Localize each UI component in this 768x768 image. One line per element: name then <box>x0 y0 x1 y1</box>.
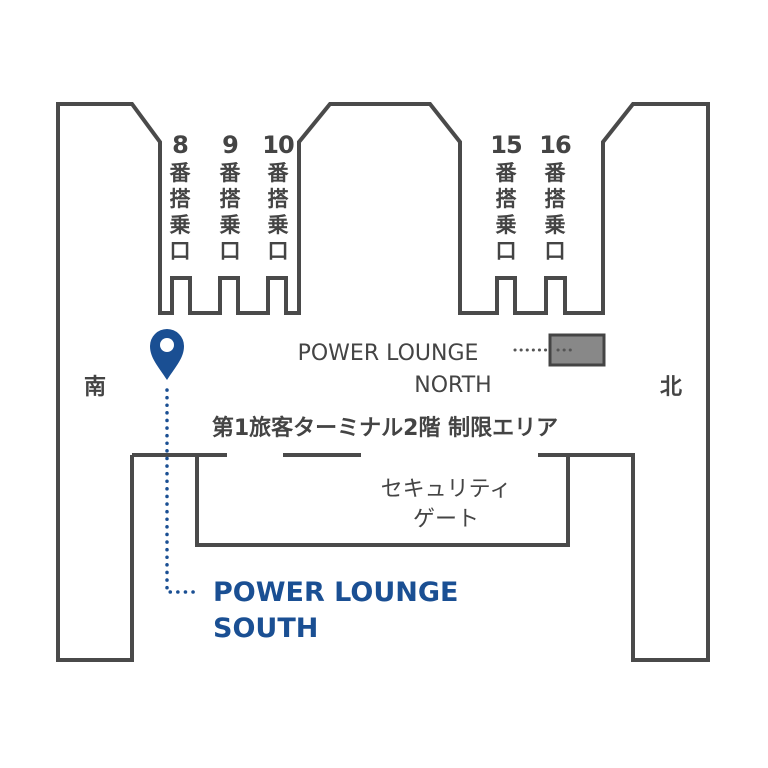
security-area-outline <box>195 455 570 547</box>
gate-label-char: 搭 <box>170 187 191 211</box>
gate-label-char: 口 <box>268 239 289 263</box>
gate-number: 16 <box>539 131 571 159</box>
lounge-north-label-line1: POWER LOUNGE <box>298 341 479 366</box>
lounge-north-label-line2: NORTH <box>414 373 491 398</box>
gate-label-char: 番 <box>219 161 242 185</box>
gate-15[interactable]: 15 番 搭 乗 口 <box>490 131 523 263</box>
gate-label-char: 番 <box>267 161 290 185</box>
gate-number: 10 <box>262 131 294 159</box>
lounge-south-label-line1[interactable]: POWER LOUNGE <box>213 577 458 608</box>
gate-label-char: 口 <box>170 239 191 263</box>
gate-label-char: 乗 <box>220 213 241 237</box>
gate-number: 15 <box>490 131 522 159</box>
gate-label-char: 口 <box>545 239 566 263</box>
gate-label-char: 搭 <box>545 187 566 211</box>
gate-label-char: 番 <box>544 161 567 185</box>
gate-10[interactable]: 10 番 搭 乗 口 <box>262 131 295 263</box>
gate-label-char: 乗 <box>496 213 517 237</box>
gate-label-char: 搭 <box>220 187 241 211</box>
gate-number: 8 <box>172 131 188 159</box>
lounge-south-route <box>165 388 202 594</box>
gate-label-char: 番 <box>169 161 192 185</box>
gate-label-char: 口 <box>220 239 241 263</box>
direction-north: 北 <box>660 375 682 400</box>
gate-label-char: 乗 <box>170 213 191 237</box>
gate-9[interactable]: 9 番 搭 乗 口 <box>219 131 242 263</box>
gate-label-char: 口 <box>496 239 517 263</box>
gate-8[interactable]: 8 番 搭 乗 口 <box>169 131 192 263</box>
gate-label-char: 乗 <box>545 213 566 237</box>
direction-south: 南 <box>84 375 106 400</box>
area-label: 第1旅客ターミナル2階 制限エリア <box>212 415 558 441</box>
gate-label-char: 搭 <box>496 187 517 211</box>
terminal-outline <box>56 102 710 662</box>
gate-16[interactable]: 16 番 搭 乗 口 <box>539 131 572 263</box>
location-pin-icon[interactable] <box>150 329 184 380</box>
gate-label-char: 乗 <box>268 213 289 237</box>
gate-label-char: 搭 <box>268 187 289 211</box>
lounge-south-label-line2[interactable]: SOUTH <box>213 613 318 644</box>
security-gate-label-line1: セキュリティ <box>381 477 512 502</box>
gate-label-char: 番 <box>495 161 518 185</box>
security-gate-label-line2: ゲート <box>413 507 479 532</box>
gate-number: 9 <box>222 131 238 159</box>
